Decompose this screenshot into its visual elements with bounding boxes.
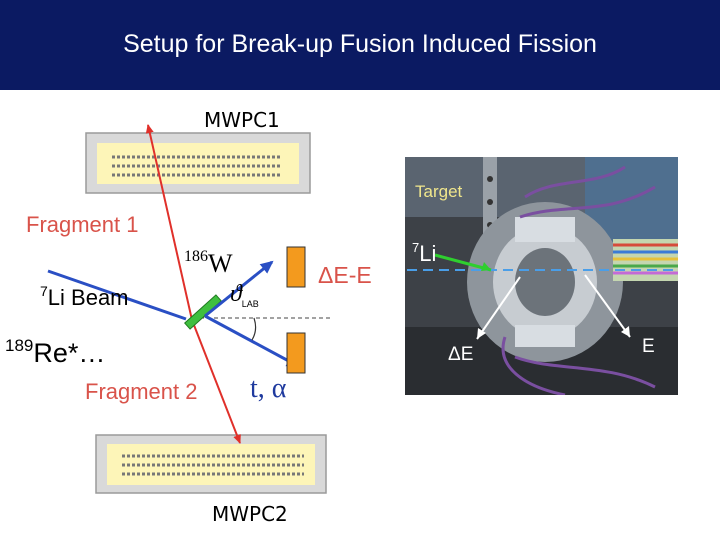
photo-delta-e-label: ΔE [448,344,473,366]
particles-label: t, α [250,373,286,405]
photo-li-label: 7Li [412,240,436,267]
fragment1-label: Fragment 1 [26,212,139,238]
beam-mass-number: 7 [40,283,48,299]
beam-text: Li Beam [48,285,129,310]
re-mass-number: 189 [5,336,33,355]
mwpc2-label: MWPC2 [212,502,288,526]
telescope-detector-lower [287,333,305,373]
breakup-arrow-down [205,316,298,366]
telescope-detector-upper [287,247,305,287]
theta-label: ϑLAB [230,281,259,309]
mwpc2-detector [96,435,326,493]
w-label: 186W [184,248,233,279]
re-text: Re*… [33,338,105,368]
re-label: 189Re*… [5,336,105,369]
theta-symbol: ϑ [230,281,242,307]
fragment2-arrow [192,320,240,443]
w-text: W [208,249,233,278]
w-mass-number: 186 [184,248,208,265]
photo-e-label: E [642,336,655,358]
mwpc1-label: MWPC1 [204,108,280,132]
telescope-label: ΔE-E [318,262,372,289]
angle-arc [252,318,256,340]
mwpc1-detector [86,133,310,193]
photo-target-label: Target [415,182,462,202]
beam-label: 7Li Beam [40,283,129,311]
theta-subscript: LAB [242,299,259,309]
photo-li-text: Li [419,241,436,266]
fragment2-label: Fragment 2 [85,379,198,405]
